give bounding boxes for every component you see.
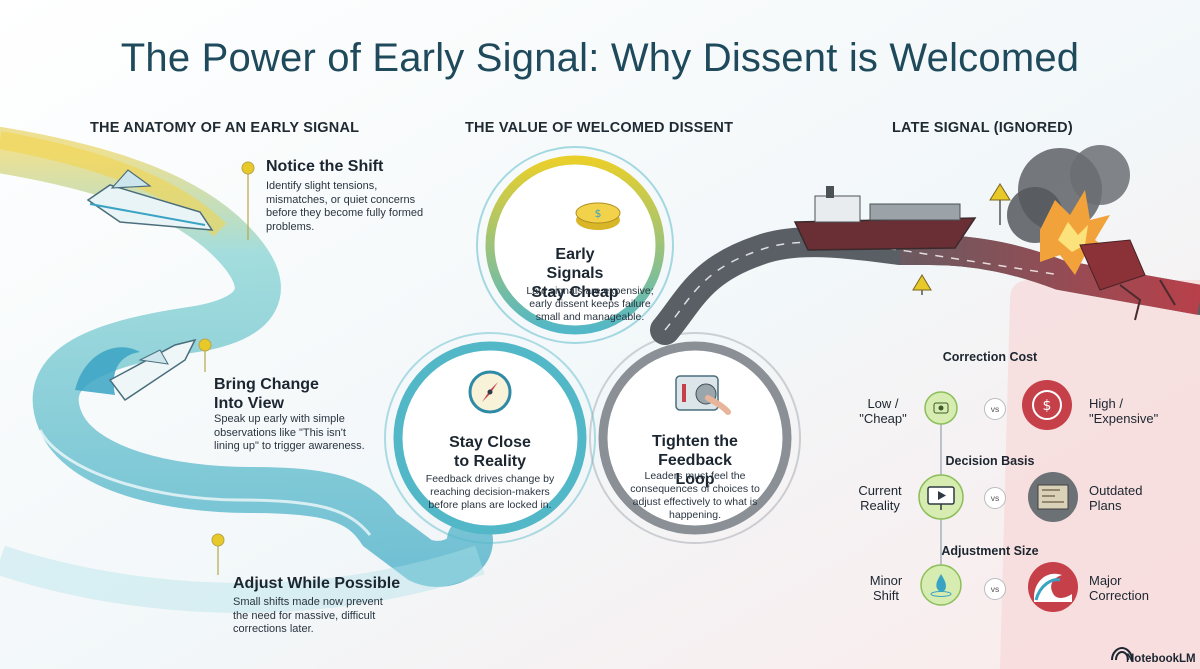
svg-text:$: $: [595, 207, 602, 220]
comparison-cost-heading: Correction Cost: [942, 350, 1038, 364]
current-reality-icon: [918, 474, 964, 520]
step2-dot: [198, 338, 212, 352]
step1-title: Notice the Shift: [266, 158, 384, 175]
comparison-basis-left: Current Reality: [858, 483, 902, 513]
coin-icon: $: [575, 202, 621, 230]
step1-dot: [241, 161, 255, 175]
river-path: [0, 127, 493, 587]
step2-body: Speak up early with simple observations …: [214, 413, 365, 452]
comparison-size-vs: vs: [984, 578, 1006, 600]
circle-reality-ring: [393, 341, 587, 535]
minor-shift-icon: [920, 564, 962, 606]
section-late-heading: LATE SIGNAL (IGNORED): [892, 120, 1073, 136]
step3-dot: [211, 533, 225, 547]
comparison-cost-right: High / "Expensive": [1089, 396, 1159, 426]
circle-loop-ring: [598, 341, 792, 535]
step3-body: Small shifts made now prevent the need f…: [233, 596, 383, 635]
low-cost-icon: [924, 391, 958, 425]
speedboat-icon: [86, 169, 214, 231]
high-cost-icon: $: [1022, 380, 1072, 430]
circle-cheap-body: Late signals are expensive; early dissen…: [526, 285, 654, 323]
major-correction-icon: [1028, 562, 1078, 612]
warning-sign-icon: [989, 183, 1011, 225]
comparison-basis-right: Outdated Plans: [1089, 483, 1143, 513]
section-value-heading: THE VALUE OF WELCOMED DISSENT: [465, 120, 734, 136]
comparison-cost-vs: vs: [984, 398, 1006, 420]
comparison-basis-vs: vs: [984, 487, 1006, 509]
circle-loop-title: Tighten the Feedback Loop: [652, 433, 738, 488]
comparison-size-right: Major Correction: [1089, 573, 1149, 603]
explosion-icon: [1007, 145, 1146, 291]
comparison-size-left: Minor Shift: [869, 573, 903, 603]
compass-icon: [468, 370, 512, 414]
circle-cheap-title: Early Signals Stay Cheap: [531, 246, 619, 301]
notebooklm-logo-icon: [1111, 646, 1133, 661]
circle-cheap-ring: [485, 155, 665, 335]
svg-text:$: $: [1043, 398, 1052, 414]
footer-brand: NotebookLM: [1126, 653, 1196, 665]
comparison-basis-heading: Decision Basis: [945, 454, 1035, 468]
page-title: The Power of Early Signal: Why Dissent i…: [120, 36, 1080, 80]
circle-loop-body: Leaders must feel the consequences of ch…: [630, 470, 760, 521]
cargo-ship-icon: [793, 186, 977, 251]
step3-title: Adjust While Possible: [233, 575, 401, 592]
warning-sign-icon: [912, 274, 932, 295]
circle-reality-body: Feedback drives change by reaching decis…: [425, 473, 555, 511]
circle-reality-title: Stay Close to Reality: [449, 434, 531, 470]
comparison-size-heading: Adjustment Size: [941, 544, 1039, 558]
section-anatomy-heading: THE ANATOMY OF AN EARLY SIGNAL: [90, 120, 360, 136]
outdated-plans-icon: [1028, 472, 1078, 522]
comparison-cost-left: Low / "Cheap": [859, 396, 907, 426]
step1-body: Identify slight tensions, mismatches, or…: [266, 180, 424, 233]
late-signal-panel: [1000, 280, 1200, 669]
boat-wave-icon: [75, 338, 197, 402]
control-dial-icon: [675, 375, 731, 415]
step2-title: Bring Change Into View: [214, 376, 319, 412]
